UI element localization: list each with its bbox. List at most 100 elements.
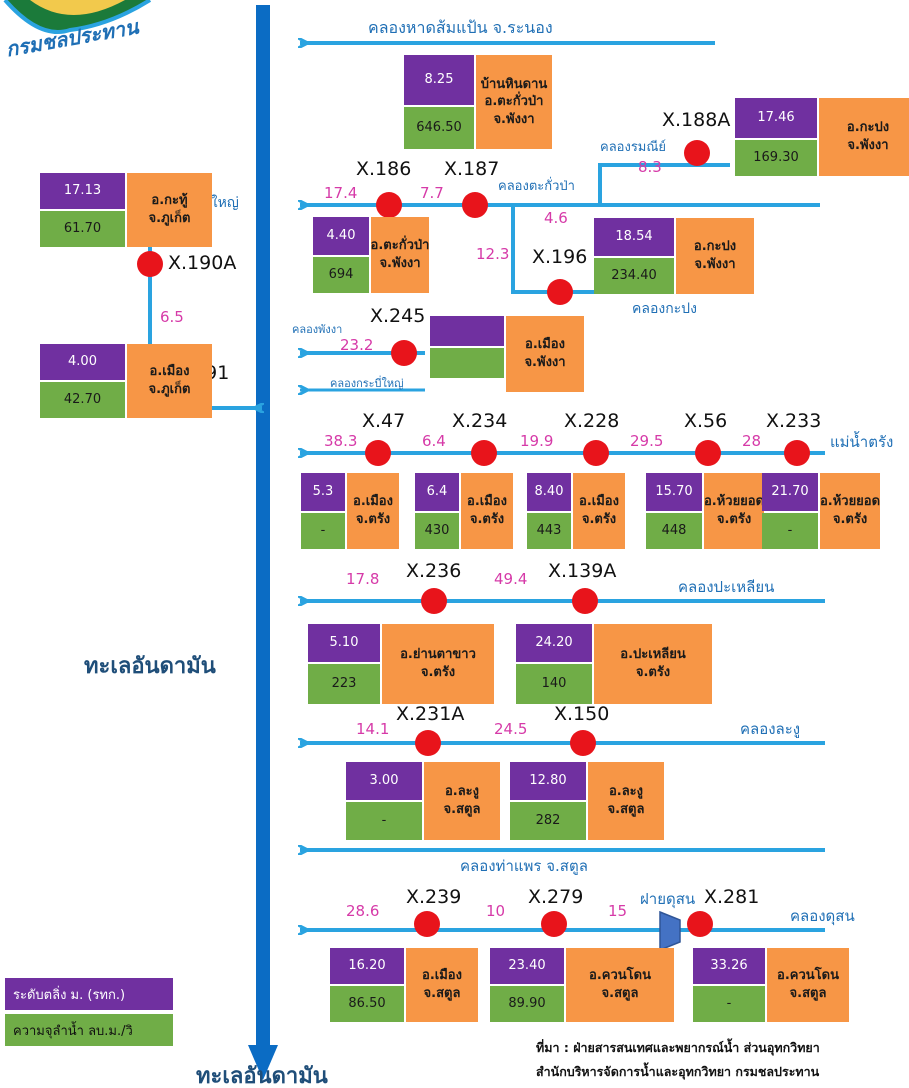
station-label: X.234 [452,410,508,432]
station-label: X.231A [396,703,465,725]
station-dot [572,588,598,614]
station-dot [541,911,567,937]
location-box: อ.ควนโดน จ.สตูล [767,948,849,1022]
station-label: X.281 [704,886,760,908]
river-label: แม่น้ำตรัง [830,433,894,451]
bank-level-box: 8.25 [404,55,474,105]
location-box: อ.กะปง จ.พังงา [676,218,754,294]
bank-level-box: 33.26 [693,948,765,984]
station-label: X.228 [564,410,620,432]
bank-level-box: 4.40 [313,217,369,255]
river-line [598,163,730,205]
bank-level-box: 16.20 [330,948,404,984]
bank-level-box: 15.70 [646,473,702,511]
station-dot [684,140,710,166]
capacity-box: 282 [510,802,586,840]
station-dot [421,588,447,614]
station-label: X.245 [370,305,426,327]
station-label: X.186 [356,158,412,180]
bank-level-box: 4.00 [40,344,125,380]
station-dot [391,340,417,366]
bank-level-box: 18.54 [594,218,674,256]
river-label: คลองกระบี่ใหญ่ [330,377,404,390]
sea-label: ทะเลอันดามัน [196,1064,328,1088]
river-label: คลองละงู [740,720,801,738]
capacity-box: - [762,513,818,549]
location-box: อ.ห้วยยอด จ.ตรัง [704,473,764,549]
distance-label: 24.5 [494,720,528,738]
station-dot [415,730,441,756]
capacity-box: 694 [313,257,369,293]
bank-level-box: 24.20 [516,624,592,662]
distance-label: 38.3 [324,432,358,450]
location-box: อ.เมือง จ.สตูล [406,948,478,1022]
distance-label: 49.4 [494,570,528,588]
distance-label: 17.4 [324,184,358,202]
bank-level-box: 6.4 [415,473,459,511]
river-label: คลองพังงา [292,323,343,336]
distance-label: 6.5 [160,308,184,326]
station-dot [570,730,596,756]
station-label: X.150 [554,703,610,725]
location-box: อ.ละงู จ.สตูล [424,762,500,840]
river-label: คลองตะกั่วป่า [498,179,575,194]
river-label: คลองกะปง [632,301,697,317]
capacity-box: - [301,513,345,549]
capacity-box: 140 [516,664,592,704]
legend-flow: ความจุลำน้ำ ลบ.ม./วิ [5,1014,173,1046]
station-dot [462,192,488,218]
legend-level: ระดับตลิ่ง ม. (รทก.) [5,978,173,1010]
station-dot [471,440,497,466]
distance-label: 23.2 [340,336,374,354]
station-dot [583,440,609,466]
source-line-1: ที่มา : ฝ่ายสารสนเทศและพยากรณ์น้ำ ส่วนอุ… [536,1040,820,1055]
capacity-box: 443 [527,513,571,549]
river-label: คลองรมณีย์ [600,140,667,155]
capacity-box: 448 [646,513,702,549]
capacity-box: - [346,802,422,840]
bank-level-box [430,316,504,346]
station-label: X.139A [548,560,617,582]
bank-level-box: 3.00 [346,762,422,800]
bank-level-box: 5.10 [308,624,380,662]
station-label: X.188A [662,109,731,131]
bank-level-box: 21.70 [762,473,818,511]
capacity-box: 223 [308,664,380,704]
location-box: อ.เมือง จ.ตรัง [347,473,399,549]
distance-label: 29.5 [630,432,664,450]
distance-label: 28.6 [346,902,380,920]
capacity-box: 234.40 [594,258,674,294]
location-box: อ.ย่านตาขาว จ.ตรัง [382,624,494,704]
legend-level-label: ระดับตลิ่ง ม. (รทก.) [13,987,126,1003]
capacity-box: 430 [415,513,459,549]
source-line-2: สำนักบริหารจัดการน้ำและอุทกวิทยา กรมชลปร… [536,1064,820,1079]
capacity-box: 42.70 [40,382,125,418]
bank-level-box: 17.46 [735,98,817,138]
location-box: บ้านหินดาน อ.ตะกั่วป่า จ.พังงา [476,55,552,149]
river-label: คลองดุสน [790,907,855,925]
sea-label: ทะเลอันดามัน [84,654,216,679]
distance-label: 8.3 [638,158,662,176]
legend-flow-label: ความจุลำน้ำ ลบ.ม./วิ [13,1023,133,1039]
distance-label: 14.1 [356,720,390,738]
distance-label: 4.6 [544,209,568,227]
station-dot [137,251,163,277]
location-box: อ.กะทู้ จ.ภูเก็ต [127,173,212,247]
station-dot [695,440,721,466]
capacity-box [430,348,504,378]
distance-label: 12.3 [476,245,510,263]
main-arrow-head [248,1045,278,1080]
capacity-box: - [693,986,765,1022]
distance-label: 7.7 [420,184,444,202]
location-box: อ.เมือง จ.ภูเก็ต [127,344,212,418]
location-box: อ.ตะกั่วป่า จ.พังงา [371,217,429,293]
station-dot [414,911,440,937]
station-label: X.279 [528,886,584,908]
bank-level-box: 23.40 [490,948,564,984]
station-label: X.196 [532,246,588,268]
location-box: อ.ห้วยยอด จ.ตรัง [820,473,880,549]
distance-label: 6.4 [422,432,446,450]
capacity-box: 61.70 [40,211,125,247]
location-box: อ.เมือง จ.พังงา [506,316,584,392]
